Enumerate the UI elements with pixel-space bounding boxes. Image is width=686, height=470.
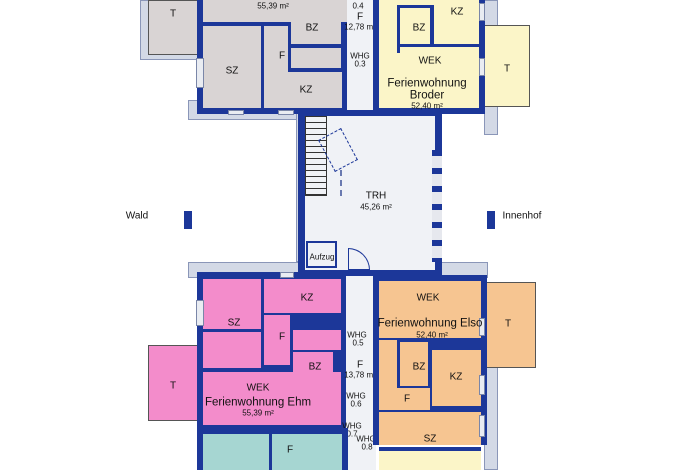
room-label: SZ	[227, 317, 241, 329]
room-f	[397, 388, 430, 410]
marker	[487, 211, 495, 229]
room-sz	[203, 279, 261, 329]
room-bz	[293, 352, 333, 374]
corridor-top	[347, 0, 377, 112]
room-label: BZ	[412, 22, 426, 34]
room-label: BZ	[308, 361, 322, 373]
whg-number: 0.3	[354, 59, 366, 69]
whg-number: 0.8	[361, 442, 373, 452]
room-label: F	[356, 11, 364, 23]
whg-number: 0.7	[346, 429, 358, 439]
room-label: WEK	[246, 382, 270, 394]
marker	[184, 211, 192, 229]
room-label: KZ	[299, 84, 313, 96]
room-bz	[400, 342, 428, 386]
unit-area: 55,39 m²	[257, 1, 289, 11]
room-bz	[291, 15, 341, 44]
staircase	[305, 116, 327, 196]
room-label: TRH	[365, 190, 387, 202]
room-sz	[379, 412, 481, 445]
room-area: 12,78 m²	[344, 22, 376, 32]
unit-name: Ferienwohnung	[387, 77, 467, 90]
room-area: 45,26 m²	[360, 202, 392, 212]
unit-area: 55,39 m²	[242, 408, 274, 418]
room-label: T	[504, 318, 512, 330]
window-strip	[432, 150, 442, 262]
room-f	[264, 315, 290, 365]
whg-label: WHG	[350, 51, 370, 61]
whg-label: 0.4	[352, 1, 364, 11]
room-label: WEK	[416, 292, 440, 304]
whg-label: WHG	[342, 421, 362, 431]
room-label: KZ	[300, 292, 314, 304]
room-label: F	[286, 444, 294, 456]
elevator	[306, 241, 337, 268]
unit-area: 52,40 m²	[411, 101, 443, 111]
room-label: KZ	[450, 6, 464, 18]
room-wek	[379, 281, 481, 338]
unit-name: Ferienwohnung Ehm	[204, 396, 312, 409]
room-label: SZ	[225, 65, 239, 77]
whg-label: WHG	[356, 434, 376, 444]
room-label: WEK	[418, 55, 442, 67]
unit-name: Ferienwohnung Elso	[377, 317, 483, 330]
whg-number: 0.6	[350, 399, 362, 409]
terrace-ehm	[148, 345, 206, 421]
room-label: F	[278, 50, 286, 62]
unit-area: 52,40 m²	[416, 330, 448, 340]
room-label: BZ	[412, 361, 426, 373]
label-wald: Wald	[125, 210, 149, 222]
room-f	[272, 434, 342, 470]
corridor-mid	[346, 276, 376, 470]
room-label: T	[169, 8, 177, 20]
room-label: BZ	[305, 22, 319, 34]
room-label: T	[169, 380, 177, 392]
label-innenhof: Innenhof	[502, 210, 542, 222]
room-kz	[432, 350, 481, 406]
whg-label: WHG	[347, 330, 367, 340]
whg-label: WHG	[346, 391, 366, 401]
room-label: SZ	[423, 433, 437, 445]
room-kz	[264, 279, 341, 313]
room-label: F	[403, 393, 411, 405]
room-kz	[267, 72, 342, 108]
room-sz	[203, 26, 261, 108]
unit-name: Broder	[409, 89, 445, 102]
room-wek	[203, 372, 341, 425]
room-label: KZ	[449, 371, 463, 383]
elevator-label: Aufzug	[309, 252, 335, 262]
room-label: T	[503, 63, 511, 75]
whg-number: 0.5	[352, 338, 364, 348]
room-label: F	[278, 331, 286, 343]
room-label: F	[356, 359, 364, 371]
room-area: 13,78 m²	[344, 370, 376, 380]
